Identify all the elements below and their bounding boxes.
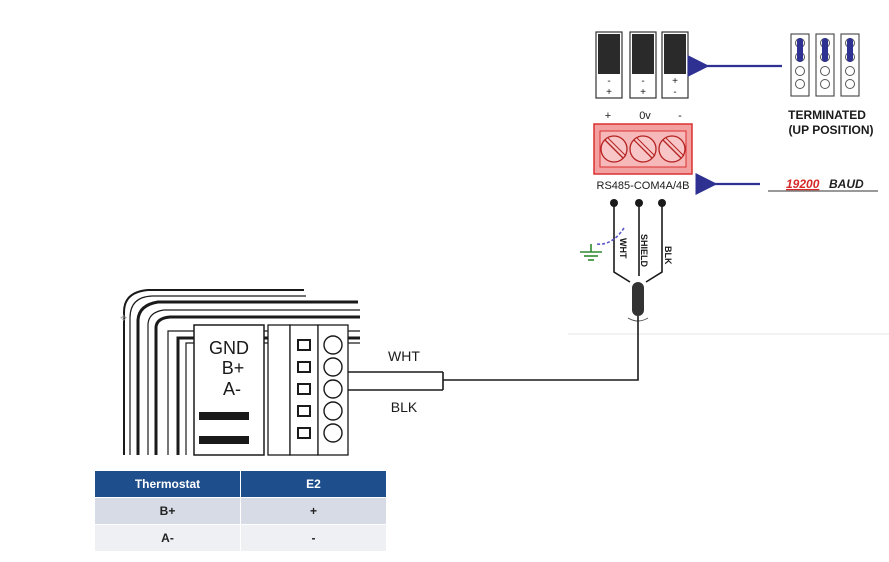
wire-label-wht: WHT — [388, 348, 420, 364]
dip-2-bottom-mark: + — [640, 87, 646, 98]
terminal-screw-2 — [323, 357, 343, 377]
dip-3-top-mark: + — [672, 76, 678, 87]
table-row: B+ + — [94, 497, 387, 525]
dip-2-top-mark: - — [641, 76, 644, 87]
table-row: A- - — [94, 524, 387, 552]
port-label: RS485-COM4A/4B — [597, 180, 690, 192]
terminal-label-b-plus: B+ — [222, 358, 245, 378]
cable-wires — [595, 199, 666, 283]
ground-icon — [580, 244, 602, 261]
wire-label-blk: BLK — [391, 399, 418, 415]
terminal-screw-5 — [323, 423, 343, 443]
table-cell: A- — [94, 524, 241, 552]
jumper-1 — [790, 33, 810, 97]
table-header-e2: E2 — [240, 470, 387, 498]
terminal-slot-1 — [297, 339, 311, 351]
cable-wire-wht: WHT — [618, 238, 628, 259]
terminal-slot-4 — [297, 405, 311, 417]
screw-2 — [629, 135, 657, 163]
terminal-screw-1 — [323, 335, 343, 355]
screw-3 — [658, 135, 686, 163]
polarity-0v: 0v — [639, 110, 651, 122]
rs485-terminal-block — [593, 123, 693, 175]
dip-switch-bank: - + - + + - — [595, 31, 689, 99]
dip-switch-2: - + — [629, 31, 657, 99]
dip-3-bottom-mark: - — [673, 87, 676, 98]
jumper-3 — [840, 33, 860, 97]
table-header-row: Thermostat E2 — [94, 470, 387, 498]
terminal-screw-3 — [323, 379, 343, 399]
crosshair-icon: ⌖ — [120, 310, 128, 325]
dip-switch-3: + - — [661, 31, 689, 99]
baud-unit: BAUD — [829, 177, 864, 191]
table-cell: B+ — [94, 497, 241, 525]
mapping-table: Thermostat E2 B+ + A- - — [94, 470, 387, 552]
table-header-thermostat: Thermostat — [94, 470, 241, 498]
terminal-bar-2 — [199, 436, 249, 444]
terminal-strip — [267, 324, 349, 456]
terminated-label: TERMINATED — [788, 108, 866, 122]
termination-jumpers: TERMINATED (UP POSITION) — [788, 33, 874, 137]
polarity-minus: - — [678, 110, 682, 122]
terminal-label-gnd: GND — [209, 338, 249, 358]
main-cable — [443, 316, 639, 381]
polarity-plus: + — [605, 110, 611, 122]
dip-switch-1: - + — [595, 31, 623, 99]
jumper-2 — [815, 33, 835, 97]
cable-jacket — [632, 282, 644, 316]
terminal-slot-2 — [297, 361, 311, 373]
dip-1-bottom-mark: + — [606, 87, 612, 98]
thermostat-terminal-panel: GND B+ A- — [193, 324, 265, 456]
screw-1 — [600, 135, 628, 163]
cable-wire-blk: BLK — [663, 246, 673, 265]
cable-wire-shield: SHIELD — [639, 234, 649, 268]
table-cell: - — [240, 524, 387, 552]
terminal-slot-3 — [297, 383, 311, 395]
terminal-slot-5 — [297, 427, 311, 439]
up-position-label: (UP POSITION) — [788, 123, 873, 137]
dip-1-top-mark: - — [607, 76, 610, 87]
terminal-screw-4 — [323, 401, 343, 421]
terminal-bar-1 — [199, 412, 249, 420]
terminal-label-a-minus: A- — [223, 379, 241, 399]
table-cell: + — [240, 497, 387, 525]
baud-value: 19200 — [786, 177, 820, 191]
